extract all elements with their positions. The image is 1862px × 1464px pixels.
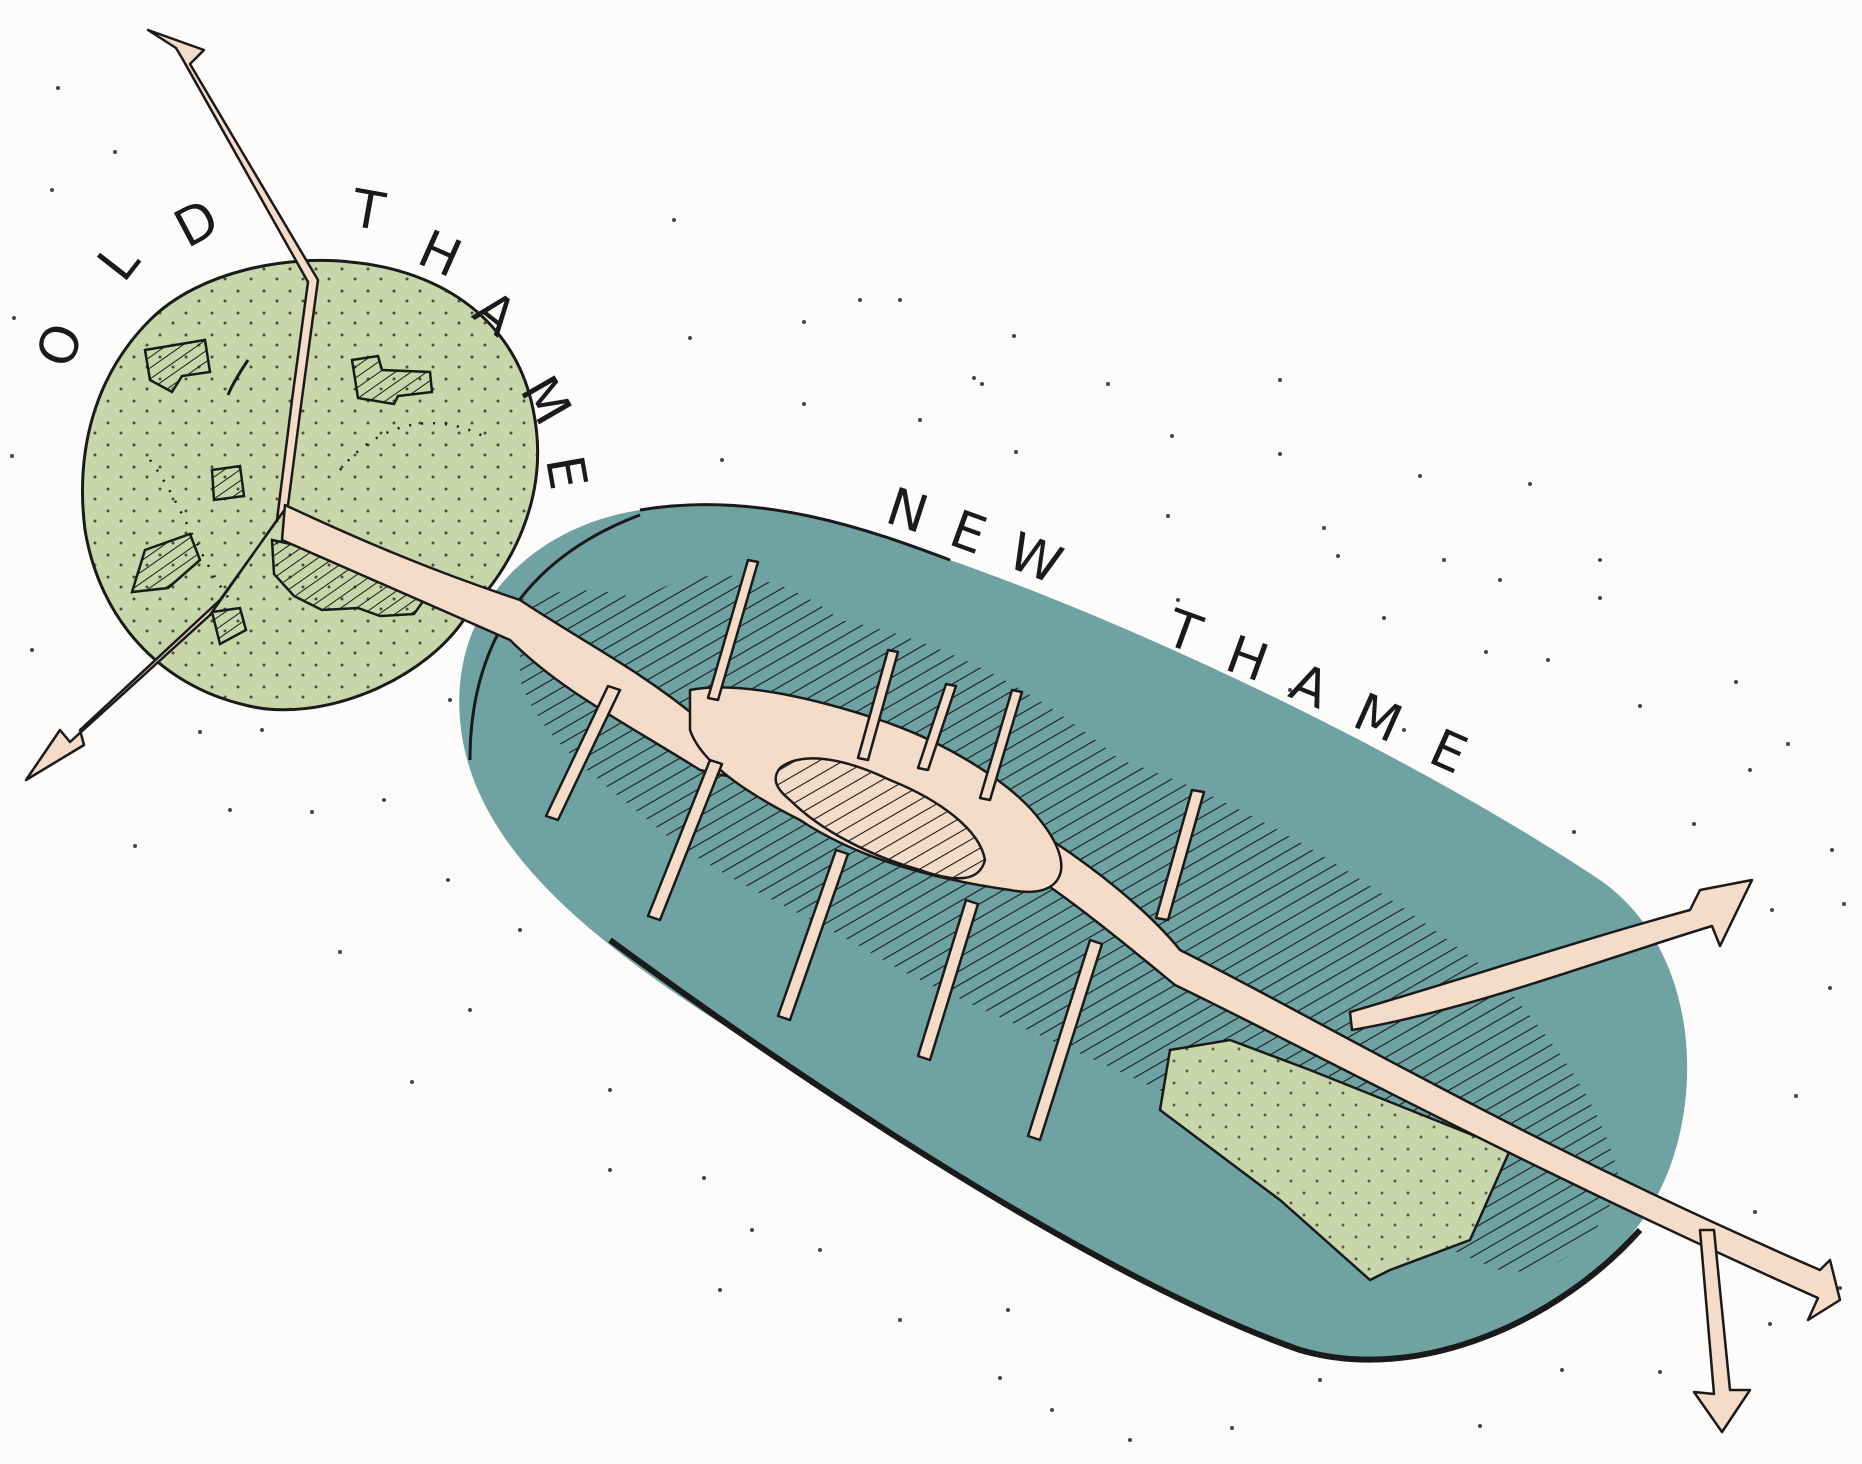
label-new-letter: A bbox=[1282, 652, 1338, 721]
label-old-letter: L bbox=[87, 232, 152, 292]
label-old-letter: E bbox=[533, 451, 598, 494]
label-old-letter: D bbox=[165, 188, 229, 260]
label-new-letter: E bbox=[942, 499, 993, 567]
label-old-letter: T bbox=[346, 179, 389, 244]
new-thame-area bbox=[459, 505, 1687, 1361]
label-old-letter: O bbox=[25, 316, 95, 375]
label-new-letter: T bbox=[1158, 598, 1210, 666]
label-new-letter: H bbox=[1218, 625, 1275, 695]
old-building bbox=[212, 466, 244, 500]
label-new-letter: E bbox=[1421, 718, 1475, 786]
label-new-letter: N bbox=[879, 477, 935, 546]
